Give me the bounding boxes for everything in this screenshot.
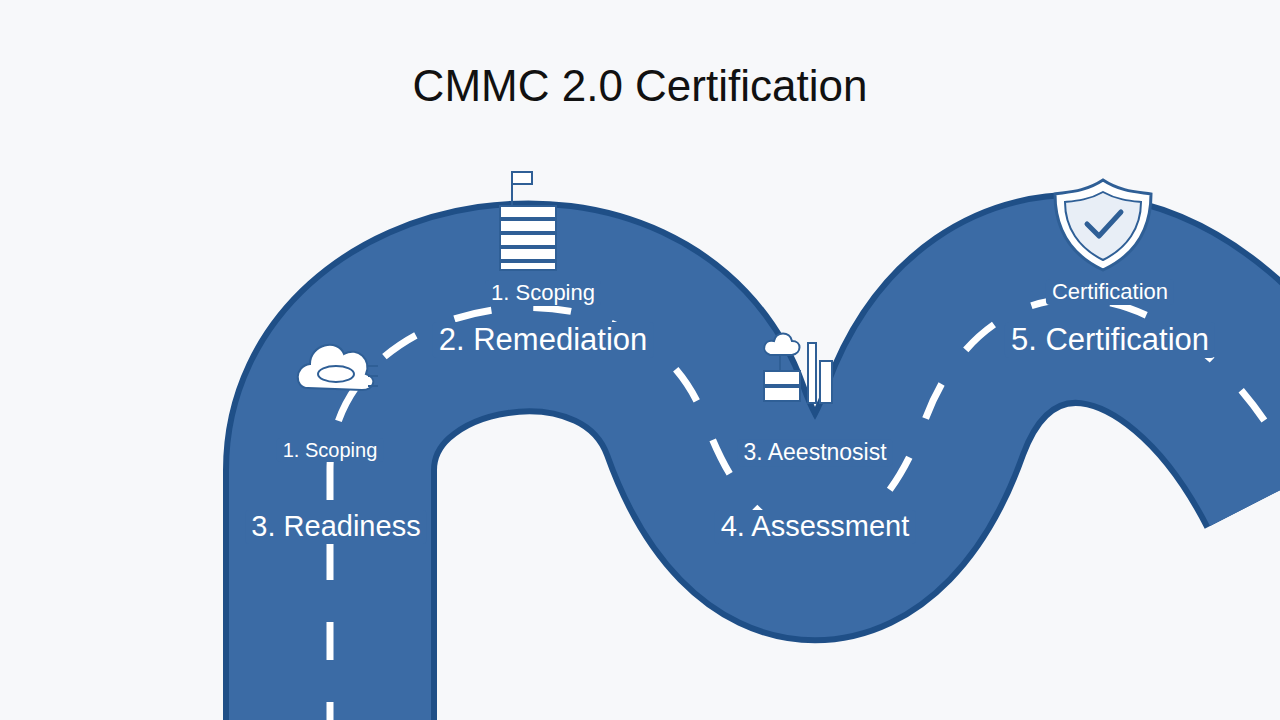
- chimney: [779, 355, 781, 371]
- rack-unit: [500, 234, 556, 246]
- server-icon: [500, 172, 556, 270]
- step-label: 4. Assessment: [715, 510, 916, 544]
- factory-tower: [820, 361, 832, 403]
- road-surface: [330, 299, 1280, 720]
- shield-inner: [1065, 192, 1141, 260]
- step-label: 3. Aeestnosist: [737, 439, 892, 466]
- factory-icon: [764, 334, 832, 404]
- step-label: 1. Scoping: [277, 438, 384, 462]
- cloud-icon: [298, 345, 378, 390]
- road: [330, 299, 1280, 720]
- step-label: 3. Readiness: [245, 510, 426, 544]
- cloud-stripe: [368, 385, 378, 387]
- step-label: Certification: [1046, 279, 1174, 305]
- rack-unit: [500, 262, 556, 270]
- cloud-stripe: [368, 365, 378, 367]
- cloud-outline: [298, 345, 374, 390]
- shield-icon: [1055, 180, 1151, 270]
- flag: [512, 172, 532, 184]
- shield-outline: [1055, 180, 1151, 270]
- road-centre-dashes: [330, 299, 1280, 720]
- step-label: 1. Scoping: [485, 280, 601, 306]
- step-label: 5. Certification: [1005, 322, 1215, 358]
- road-edge: [330, 299, 1280, 720]
- diagram-title: CMMC 2.0 Certification: [413, 62, 868, 110]
- factory-block: [764, 387, 800, 401]
- check-mark: [1087, 212, 1121, 236]
- smoke-cloud: [764, 334, 799, 356]
- factory-tower: [808, 343, 816, 403]
- factory-block: [764, 371, 800, 385]
- rack-unit: [500, 220, 556, 232]
- rack-unit: [500, 206, 556, 218]
- rack-unit: [500, 248, 556, 260]
- step-label: 2. Remediation: [433, 322, 654, 358]
- cloud-stripe: [368, 375, 378, 377]
- cloud-disc: [318, 366, 354, 382]
